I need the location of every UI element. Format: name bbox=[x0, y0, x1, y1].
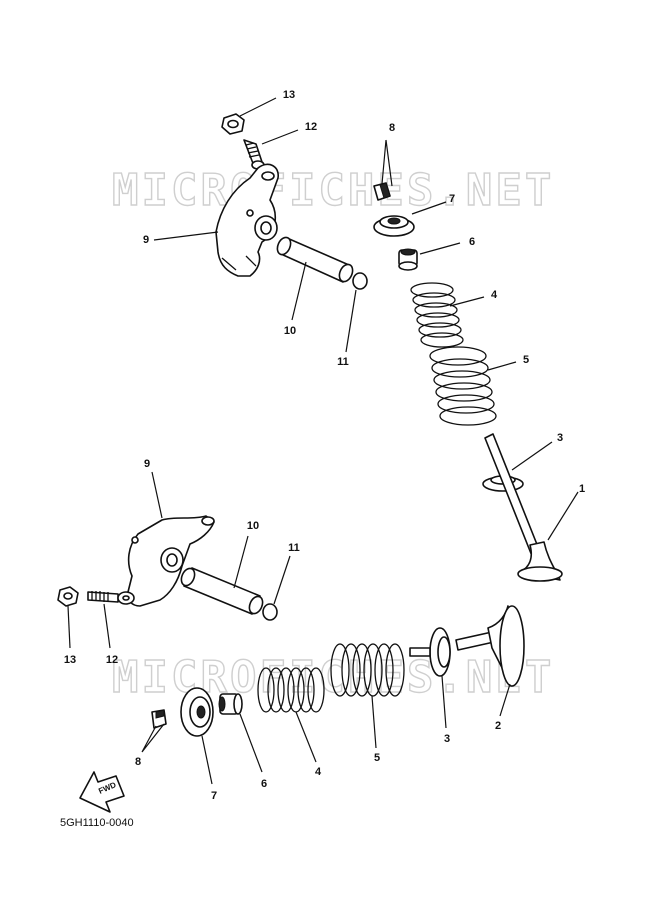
upper-intake-valve bbox=[484, 433, 563, 582]
callout-upper-1: 1 bbox=[579, 483, 585, 495]
callout-upper-9: 9 bbox=[143, 234, 149, 246]
callout-lower-11: 11 bbox=[288, 542, 300, 554]
upper-rocker-arm bbox=[215, 163, 279, 277]
leader-lower-10 bbox=[233, 535, 249, 589]
leader-upper-3 bbox=[511, 441, 553, 471]
leader-upper-4 bbox=[449, 296, 485, 307]
leader-upper-12 bbox=[261, 129, 299, 145]
upper-inner-valve-spring bbox=[410, 282, 464, 348]
callout-upper-11: 11 bbox=[337, 356, 349, 368]
callout-lower-10: 10 bbox=[247, 520, 259, 532]
callout-lower-2: 2 bbox=[495, 720, 501, 732]
upper-spring-retainer bbox=[373, 215, 415, 237]
callout-upper-8: 8 bbox=[389, 122, 395, 134]
callout-lower-4: 4 bbox=[315, 766, 322, 778]
leader-lower-8 bbox=[141, 723, 165, 753]
lower-o-ring bbox=[262, 603, 278, 621]
leader-lower-6 bbox=[239, 713, 263, 773]
leader-upper-1 bbox=[547, 491, 579, 541]
leader-upper-8 bbox=[381, 139, 393, 187]
watermark-upper: MICROFICHES.NET bbox=[112, 165, 554, 216]
callout-lower-6: 6 bbox=[261, 778, 267, 790]
leader-upper-6 bbox=[419, 242, 461, 255]
lower-adjuster-nut bbox=[57, 586, 79, 607]
callout-upper-6: 6 bbox=[469, 236, 475, 248]
callout-upper-10: 10 bbox=[284, 325, 296, 337]
upper-adjusting-screw bbox=[243, 139, 265, 170]
leader-lower-12 bbox=[103, 603, 111, 649]
lower-adjusting-screw bbox=[87, 591, 135, 605]
callout-upper-12: 12 bbox=[305, 121, 317, 133]
leader-lower-5 bbox=[371, 695, 377, 749]
lower-valve-stem-seal bbox=[218, 693, 243, 715]
callout-lower-13: 13 bbox=[64, 654, 76, 666]
callout-lower-12: 12 bbox=[106, 654, 118, 666]
leader-upper-13 bbox=[239, 97, 277, 117]
lower-exhaust-valve bbox=[455, 605, 525, 687]
leader-upper-10 bbox=[291, 261, 307, 321]
leader-lower-2 bbox=[499, 683, 511, 717]
callout-upper-3: 3 bbox=[557, 432, 563, 444]
upper-rocker-shaft bbox=[276, 236, 354, 283]
upper-outer-valve-spring bbox=[429, 346, 497, 426]
leader-lower-4 bbox=[295, 711, 317, 763]
lower-rocker-shaft bbox=[180, 567, 264, 615]
fwd-direction-arrow: FWD bbox=[79, 771, 125, 813]
drawing-code: 5GH1110-0040 bbox=[60, 817, 134, 829]
callout-upper-5: 5 bbox=[523, 354, 529, 366]
upper-adjuster-nut bbox=[221, 113, 245, 135]
upper-valve-stem-seal bbox=[398, 248, 418, 271]
leader-lower-13 bbox=[67, 605, 71, 649]
leader-lower-9 bbox=[151, 471, 163, 519]
callout-lower-3: 3 bbox=[444, 733, 450, 745]
callout-lower-9: 9 bbox=[144, 458, 150, 470]
leader-upper-5 bbox=[487, 361, 517, 371]
watermark-lower: MICROFICHES.NET bbox=[112, 652, 554, 703]
lower-valve-spring-seat bbox=[409, 627, 451, 677]
leader-lower-11 bbox=[273, 555, 291, 605]
callout-lower-7: 7 bbox=[211, 790, 217, 802]
leader-lower-7 bbox=[201, 735, 213, 785]
lower-valve-cotters bbox=[151, 709, 167, 729]
leader-upper-11 bbox=[345, 289, 357, 353]
leader-upper-7 bbox=[411, 201, 447, 215]
upper-o-ring bbox=[352, 272, 368, 290]
leader-lower-3 bbox=[441, 675, 447, 729]
callout-upper-7: 7 bbox=[449, 193, 455, 205]
lower-outer-valve-spring bbox=[330, 643, 405, 697]
lower-rocker-arm bbox=[126, 515, 215, 607]
callout-lower-5: 5 bbox=[374, 752, 380, 764]
callout-lower-8: 8 bbox=[135, 756, 141, 768]
leader-upper-9 bbox=[153, 231, 219, 241]
callout-upper-13: 13 bbox=[283, 89, 295, 101]
callout-upper-4: 4 bbox=[491, 289, 498, 301]
lower-spring-retainer bbox=[180, 687, 214, 737]
